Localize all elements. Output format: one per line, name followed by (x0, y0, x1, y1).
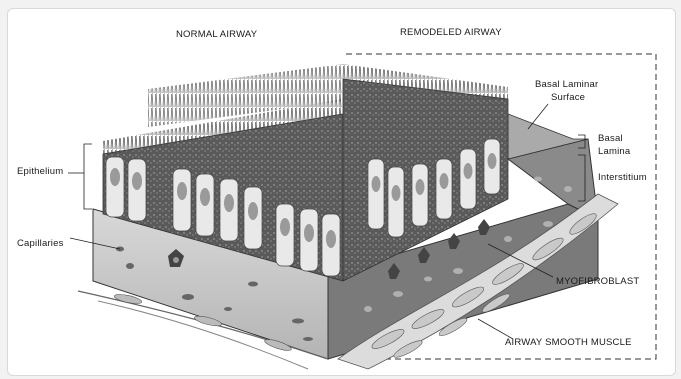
airway-illustration (8, 9, 675, 375)
normal-airway-header: NORMAL AIRWAY (176, 29, 257, 40)
smooth-muscle-leader (478, 319, 513, 339)
basal-lamina-label-1: Basal (598, 133, 623, 144)
basal-laminar-surface-label-1: Basal Laminar (535, 79, 598, 90)
basal-lamina-label-2: Lamina (598, 146, 630, 157)
airway-smooth-muscle-label: AIRWAY SMOOTH MUSCLE (505, 337, 632, 348)
epithelium-bracket (84, 144, 92, 209)
epithelium-label: Epithelium (17, 166, 63, 177)
figure-frame: NORMAL AIRWAY REMODELED AIRWAY Epitheliu… (7, 8, 676, 376)
capillaries-label: Capillaries (17, 238, 64, 249)
interstitium-label: Interstitium (598, 172, 647, 183)
myofibroblast-label: MYOFIBROBLAST (556, 276, 639, 287)
remodeled-airway-header: REMODELED AIRWAY (400, 27, 502, 38)
basal-laminar-surface-label-2: Surface (551, 92, 585, 103)
